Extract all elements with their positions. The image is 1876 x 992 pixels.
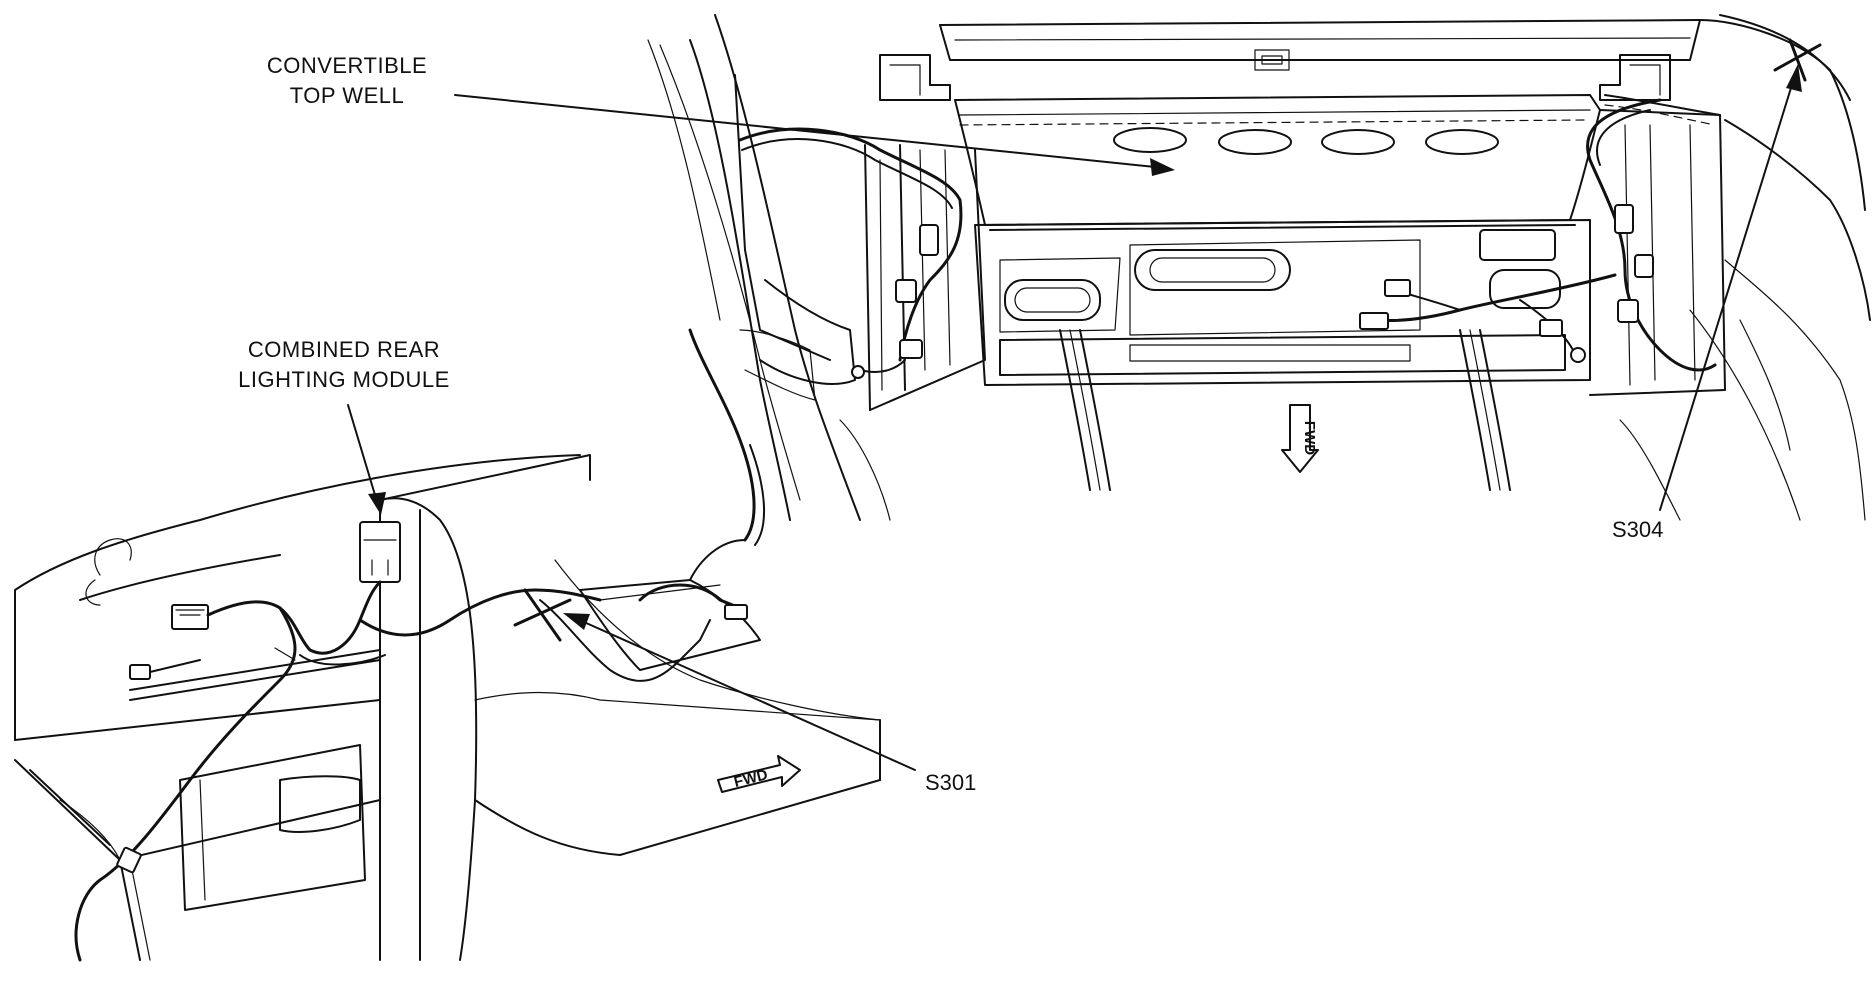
fwd-arrow-top: FWD [1281,404,1319,473]
leader-lines [347,38,1822,771]
fwd-label-top: FWD [1301,421,1318,455]
label-convertible-top-well-line2: TOP WELL [290,83,404,108]
labels: CONVERTIBLE TOP WELL COMBINED REAR LIGHT… [238,53,1663,795]
label-splice-s304: S304 [1612,517,1663,542]
fwd-label-bottom: FWD [732,766,769,791]
label-combined-rear-lighting-line2: LIGHTING MODULE [238,367,450,392]
label-combined-rear-lighting-line1: COMBINED REAR [248,337,440,362]
lower-view-rear-lighting [14,328,881,962]
upper-view-top-well [647,14,1871,521]
fwd-arrow-bottom: FWD [717,755,801,793]
label-convertible-top-well-line1: CONVERTIBLE [267,53,427,78]
label-splice-s301: S301 [925,770,976,795]
